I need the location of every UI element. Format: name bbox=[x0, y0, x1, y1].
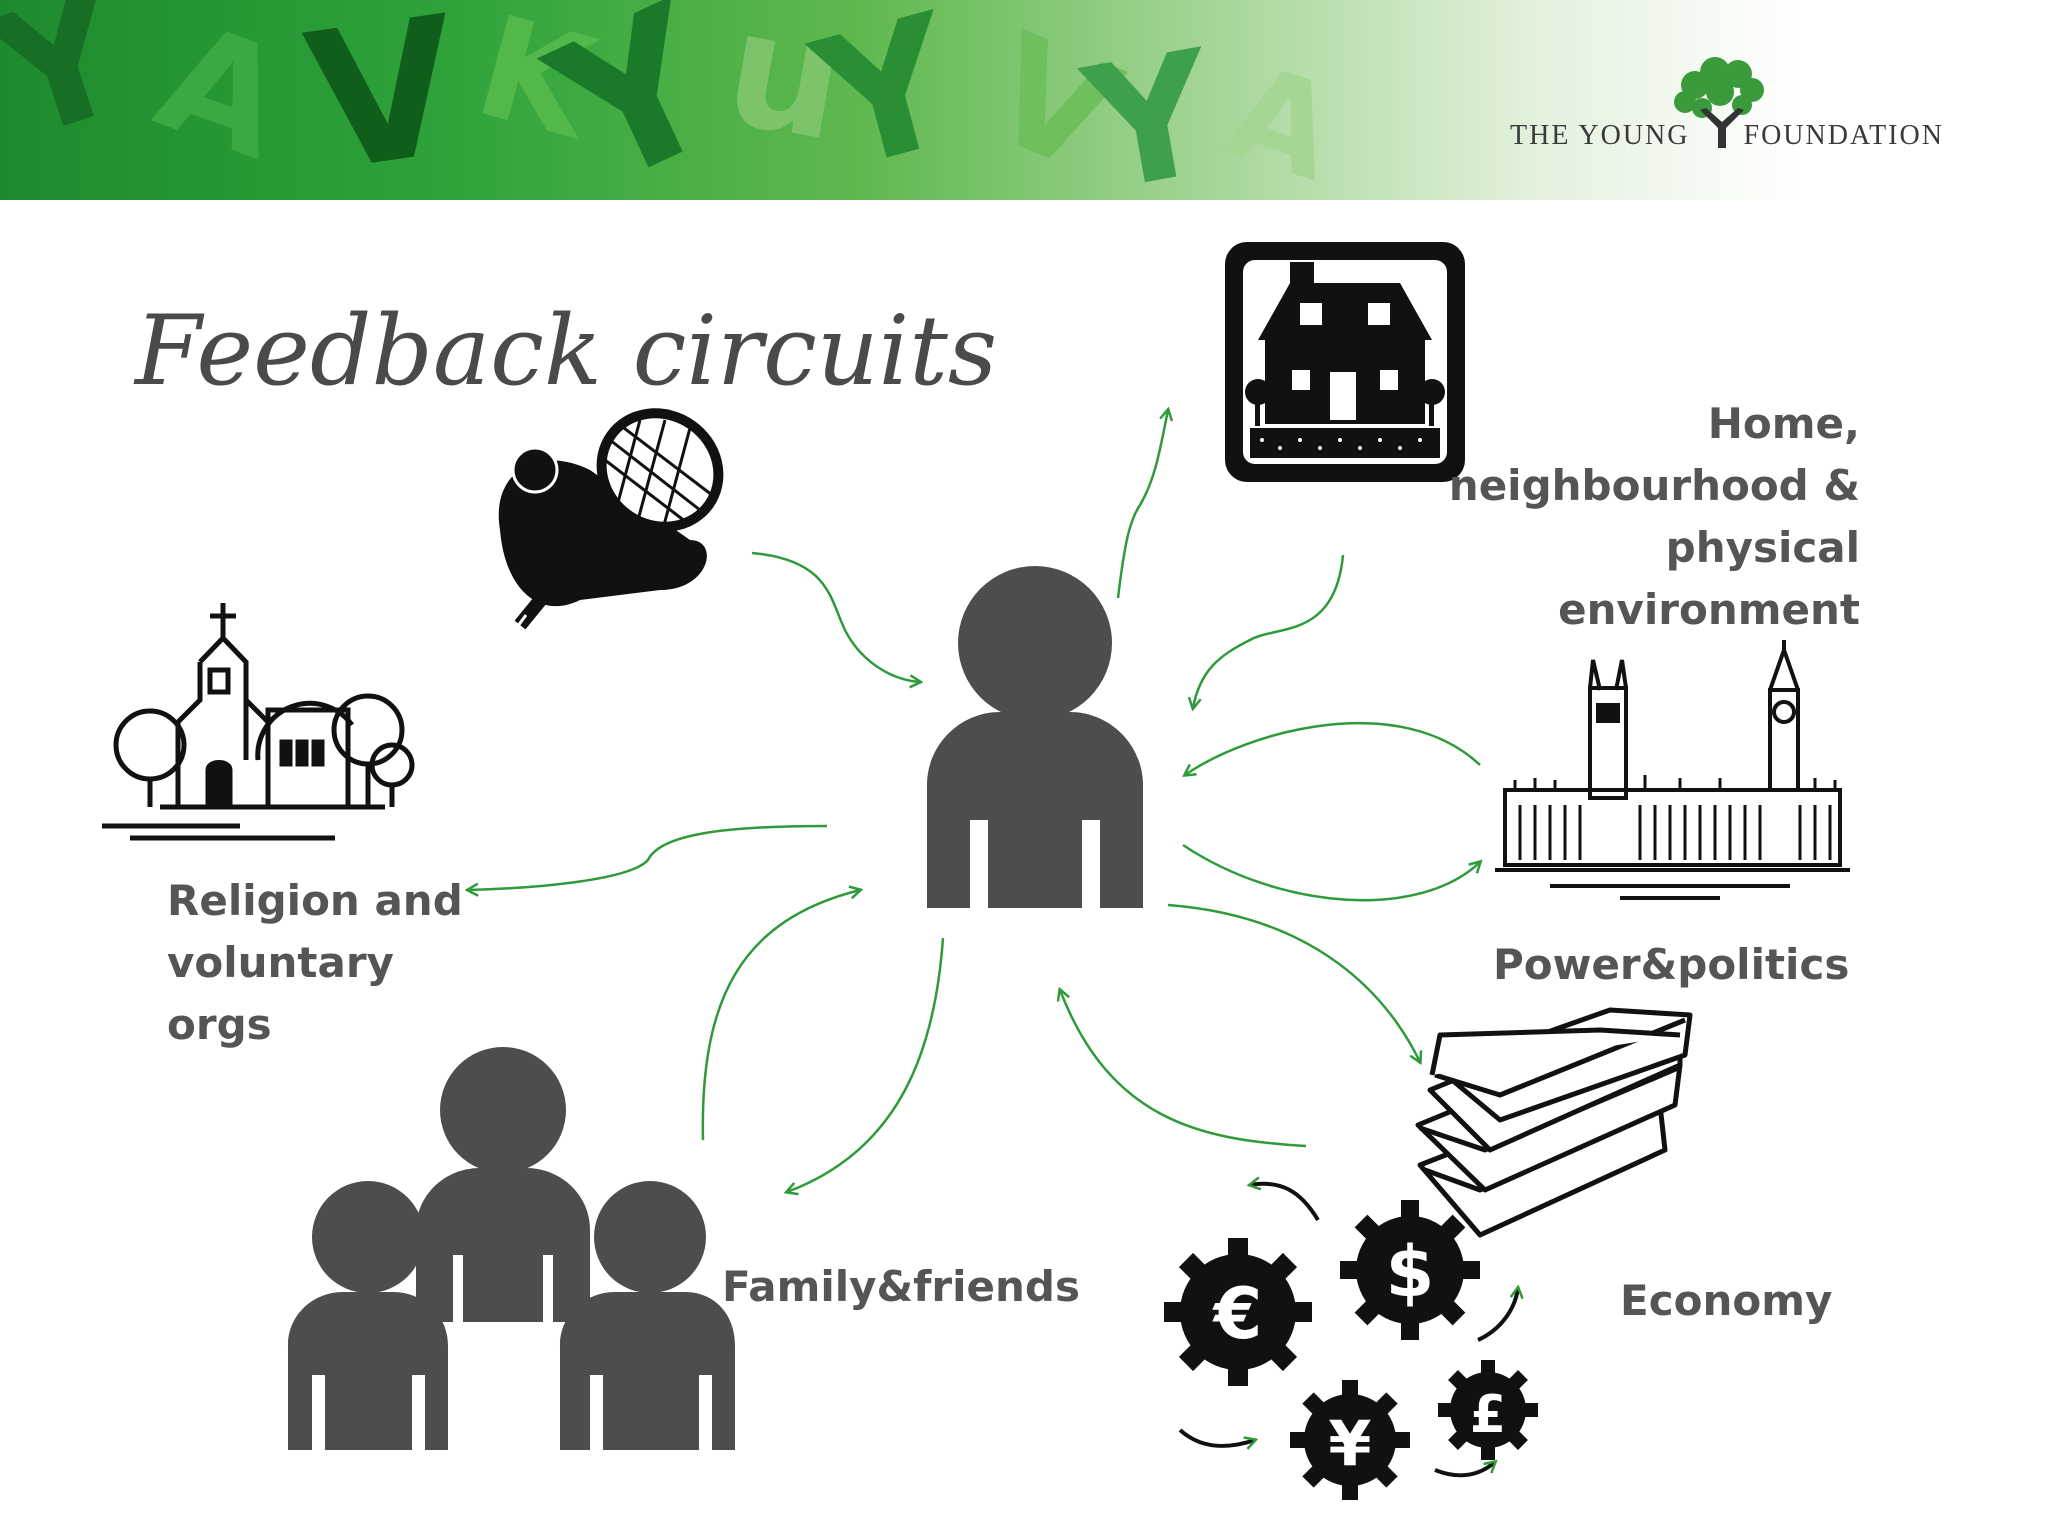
logo-left-text: THE YOUNG bbox=[1510, 120, 1690, 151]
church-icon bbox=[102, 603, 415, 841]
slide-title: Feedback circuits bbox=[135, 295, 998, 407]
label-religion: Religion and voluntary orgs bbox=[167, 870, 463, 1056]
svg-text:£: £ bbox=[1470, 1385, 1506, 1445]
label-home-line: neighbourhood & bbox=[1448, 461, 1860, 510]
house-icon bbox=[1225, 242, 1465, 482]
label-religion-line: voluntary bbox=[167, 938, 394, 987]
label-home-line: environment bbox=[1558, 585, 1860, 634]
label-economy: Economy bbox=[1620, 1276, 1833, 1325]
arrow-person-to-religion bbox=[468, 824, 828, 890]
arrow-family-to-person bbox=[701, 890, 860, 1141]
arrow-person-to-economy bbox=[1167, 903, 1420, 1062]
arrow-person-to-family bbox=[787, 937, 945, 1192]
header-banner: Y A V K Y u Y V Y A THE YOUNG FOUNDATION bbox=[0, 0, 2048, 200]
arrow-economy-to-person bbox=[1060, 990, 1307, 1148]
label-home-line: physical bbox=[1665, 523, 1860, 572]
logo-text: THE YOUNG FOUNDATION bbox=[1510, 120, 1944, 160]
label-power: Power&politics bbox=[1493, 940, 1850, 989]
feedback-arrows bbox=[468, 410, 1480, 1192]
label-religion-line: orgs bbox=[167, 1000, 272, 1049]
svg-text:¥: ¥ bbox=[1328, 1407, 1371, 1480]
books-icon bbox=[1415, 1007, 1693, 1238]
svg-text:€: € bbox=[1212, 1273, 1263, 1355]
label-home: Home, neighbourhood & physical environme… bbox=[1430, 393, 1860, 641]
person-icon bbox=[927, 566, 1143, 908]
parliament-icon bbox=[1495, 640, 1850, 900]
arrow-tennis-to-person bbox=[751, 551, 920, 682]
logo-right-text: FOUNDATION bbox=[1743, 120, 1944, 151]
arrow-person-to-power bbox=[1182, 843, 1480, 902]
tennis-icon bbox=[498, 408, 724, 631]
currency-gears-icon: € $ ¥ £ bbox=[1164, 1184, 1538, 1500]
svg-text:V: V bbox=[296, 0, 472, 200]
svg-text:$: $ bbox=[1386, 1231, 1435, 1313]
arrow-power-to-person bbox=[1185, 721, 1481, 775]
label-religion-line: Religion and bbox=[167, 876, 463, 925]
arrow-home-to-person bbox=[1193, 554, 1345, 708]
arrow-person-to-house bbox=[1116, 410, 1168, 599]
label-family: Family&friends bbox=[722, 1262, 1080, 1311]
label-home-line: Home, bbox=[1707, 399, 1860, 448]
letters-pattern: Y A V K Y u Y V Y A bbox=[0, 0, 1353, 200]
family-icon bbox=[288, 1047, 735, 1450]
